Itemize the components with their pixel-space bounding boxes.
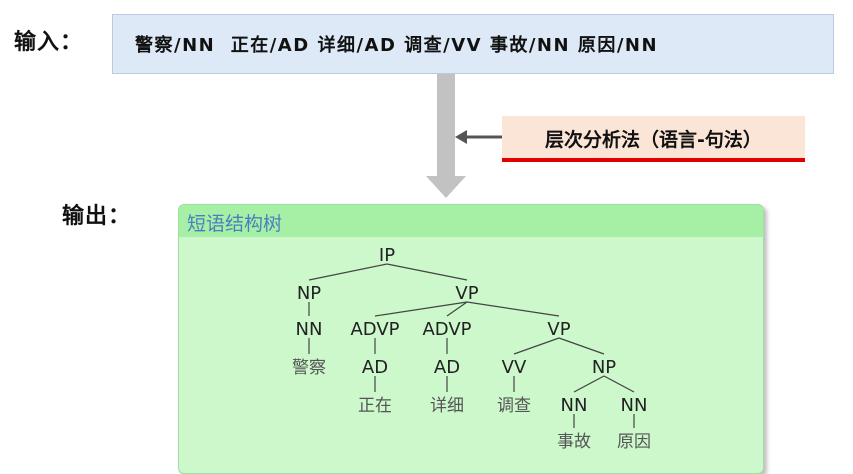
tree-panel-header: [179, 205, 763, 237]
method-underline: [502, 158, 805, 162]
tree-leaf-word: 警察: [292, 358, 326, 378]
tree-node-label: VP: [547, 319, 570, 340]
tree-panel-title: 短语结构树: [187, 213, 283, 235]
tree-node-label: ADVP: [422, 319, 471, 340]
tree-leaf-word: 详细: [430, 396, 464, 416]
tree-edge: [374, 301, 468, 317]
parse-tree-panel: 短语结构树 IP NP VP NN ADVP ADVP VP 警察 AD AD VV NP 正在 详细 调查…: [178, 204, 764, 474]
tree-node-label: ADVP: [350, 319, 399, 340]
input-sentence: 警察/NN 正在/AD 详细/AD 调查/VV 事故/NN 原因/NN: [135, 35, 659, 56]
tree-edge: [308, 263, 388, 281]
tree-leaf-word: 调查: [497, 396, 531, 416]
tree-node-label: AD: [362, 357, 388, 378]
down-arrow-icon: [426, 176, 466, 198]
tree-edge: [466, 301, 560, 317]
tree-edge: [446, 301, 468, 317]
input-label: 输入：: [14, 30, 84, 55]
tree-node-label: VP: [455, 283, 478, 304]
down-arrow-shaft: [437, 74, 455, 186]
input-box: 警察/NN 正在/AD 详细/AD 调查/VV 事故/NN 原因/NN: [112, 14, 834, 74]
output-label: 输出：: [62, 204, 132, 229]
tree-leaf-word: 正在: [358, 396, 392, 416]
tree-edge: [603, 375, 635, 393]
tree-node-label: VV: [502, 357, 527, 378]
parse-tree: IP NP VP NN ADVP ADVP VP 警察 AD AD VV NP 正在 详细 调查 NN NN 事故…: [292, 245, 651, 452]
tree-node-label: AD: [434, 357, 460, 378]
tree-node-label: NP: [297, 283, 321, 304]
method-callout: 层次分析法（语言-句法）: [502, 116, 805, 160]
tree-edge: [386, 263, 468, 281]
tree-leaf-word: 原因: [617, 432, 651, 452]
tree-node-label: IP: [379, 245, 395, 266]
tree-node-label: NN: [621, 395, 648, 416]
tree-edge: [558, 337, 605, 355]
tree-node-label: NN: [561, 395, 588, 416]
tree-node-label: NP: [592, 357, 616, 378]
left-arrow-icon: [455, 130, 502, 144]
tree-edge: [513, 337, 560, 355]
tree-node-label: NN: [296, 319, 323, 340]
method-label: 层次分析法（语言-句法）: [545, 128, 762, 151]
tree-leaf-word: 事故: [557, 432, 591, 452]
tree-edge: [573, 375, 605, 393]
